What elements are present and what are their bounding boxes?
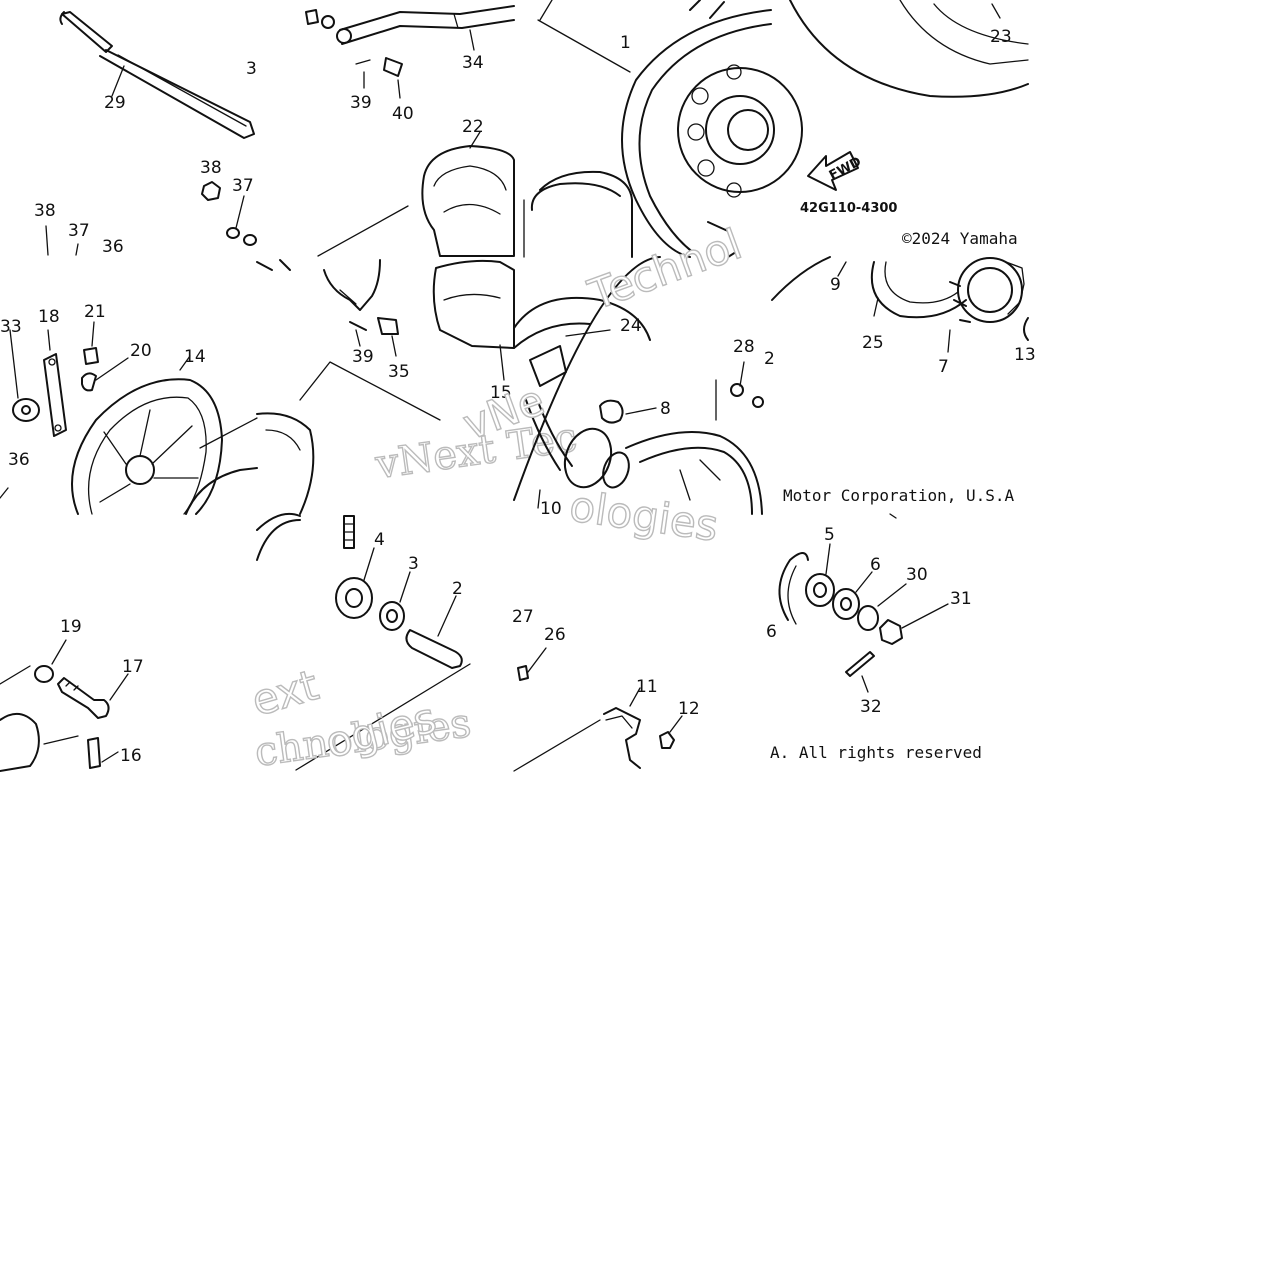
callout-6-cut: 6 xyxy=(766,622,777,642)
callout-5: 5 xyxy=(824,525,835,545)
callout-11: 11 xyxy=(636,677,658,697)
copyright-part-1: ©2024 Yamaha xyxy=(902,229,1018,248)
tile-caliper-bracket: 27 26 11 12 xyxy=(512,607,700,772)
svg-text:38: 38 xyxy=(34,201,56,221)
callout-33: 33 xyxy=(0,317,22,337)
callout-20: 20 xyxy=(130,341,152,361)
callout-30: 30 xyxy=(906,565,928,585)
tile-rear-hub: 1 xyxy=(523,0,803,258)
callout-39b: 39 xyxy=(352,347,374,367)
parts-38-37-36: 38 37 36 xyxy=(34,201,124,257)
callout-3: 3 xyxy=(246,59,257,79)
callout-29: 29 xyxy=(104,93,126,113)
callout-15: 15 xyxy=(490,383,512,403)
callout-23: 23 xyxy=(990,27,1012,47)
callout-28: 28 xyxy=(733,337,755,357)
svg-text:37: 37 xyxy=(232,176,254,196)
callout-12: 12 xyxy=(678,699,700,719)
callout-25: 25 xyxy=(862,333,884,353)
copyright-part-3: A. All rights reserved xyxy=(770,743,982,762)
callout-24: 24 xyxy=(620,316,642,336)
callout-13: 13 xyxy=(1014,345,1036,365)
washer-37: 37 xyxy=(226,176,257,246)
callout-2: 2 xyxy=(452,579,463,599)
callout-10: 10 xyxy=(540,499,562,519)
callout-35: 35 xyxy=(388,362,410,382)
callout-7: 7 xyxy=(938,357,949,377)
callout-39: 39 xyxy=(350,93,372,113)
callout-31: 31 xyxy=(950,589,972,609)
callout-1: 1 xyxy=(620,33,631,53)
callout-19: 19 xyxy=(60,617,82,637)
callout-22: 22 xyxy=(462,117,484,137)
callout-21: 21 xyxy=(84,302,106,322)
tile-hub-bearings: 6 5 6 30 31 32 A. All rights reserved xyxy=(766,513,982,762)
drawing-code: 42G110-4300 xyxy=(800,201,897,216)
watermark-text-0: Technol xyxy=(582,219,748,319)
tile-torque-rod: 34 39 40 22 xyxy=(305,5,515,257)
svg-text:38: 38 xyxy=(200,158,222,178)
watermark-text-1: vNe xyxy=(457,375,551,449)
callout-16: 16 xyxy=(120,746,142,766)
callout-8: 8 xyxy=(660,399,671,419)
watermark-text-4: ext xyxy=(246,660,323,725)
callout-2-cut: 2 xyxy=(764,349,775,369)
callout-26: 26 xyxy=(544,625,566,645)
tile-axle: 29 3 38 37 38 37 36 xyxy=(34,11,257,257)
tile-sprocket: 9 25 7 13 xyxy=(771,256,1036,377)
svg-text:36: 36 xyxy=(102,237,124,257)
callout-36: 36 xyxy=(8,450,30,470)
tile-bearings: 4 3 2 ext chnologies ogies xyxy=(246,512,474,777)
callout-27: 27 xyxy=(512,607,534,627)
callout-4: 4 xyxy=(374,530,385,550)
nut-38: 38 xyxy=(200,158,222,201)
callout-40: 40 xyxy=(392,104,414,124)
tile-swing-arm: 24 15 8 10 28 2 Technol vNe ologies xyxy=(456,219,775,552)
callout-18: 18 xyxy=(38,307,60,327)
callout-3b: 3 xyxy=(408,554,419,574)
copyright-part-2: Motor Corporation, U.S.A xyxy=(783,486,1015,505)
fwd-arrow-icon: FWD xyxy=(807,151,864,191)
watermark-text-3: ologies xyxy=(567,481,721,550)
callout-32: 32 xyxy=(860,697,882,717)
tile-air-valve: 19 17 16 xyxy=(0,617,144,772)
callout-14: 14 xyxy=(184,347,206,367)
callout-9: 9 xyxy=(830,275,841,295)
callout-17: 17 xyxy=(122,657,144,677)
svg-text:37: 37 xyxy=(68,221,90,241)
callout-6: 6 xyxy=(870,555,881,575)
fwd-label: FWD xyxy=(827,154,864,183)
tile-tire: 23 FWD 42G110-4300 ©2024 Yamaha xyxy=(789,0,1029,248)
tile-brake-plate: 33 18 21 20 14 36 xyxy=(0,302,258,515)
callout-34: 34 xyxy=(462,53,484,73)
